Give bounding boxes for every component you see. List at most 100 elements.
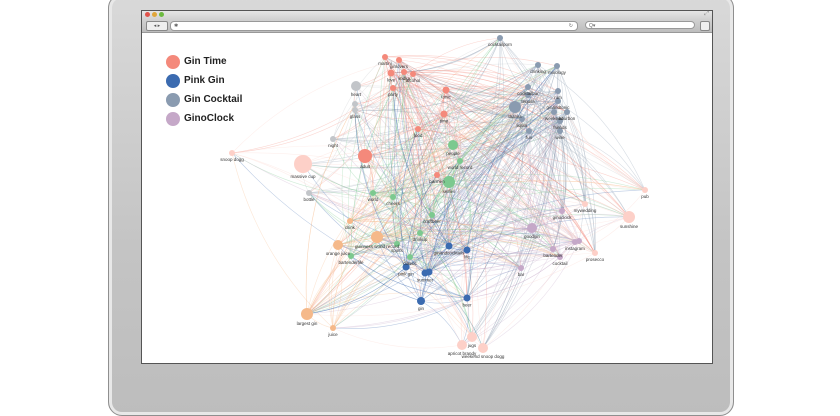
edge [306, 174, 438, 315]
edge [392, 130, 530, 198]
node-circle[interactable] [557, 118, 563, 124]
back-forward-buttons[interactable]: ◂ ▸ [146, 21, 168, 31]
node-circle[interactable] [396, 57, 402, 63]
node-circle[interactable] [551, 109, 557, 115]
node-circle[interactable] [463, 246, 471, 254]
node-circle[interactable] [478, 343, 488, 353]
node-circle[interactable] [527, 223, 537, 233]
node-circle[interactable] [417, 297, 425, 305]
reload-icon[interactable]: ↻ [568, 23, 573, 29]
node-circle[interactable] [448, 140, 458, 150]
node-circle[interactable] [415, 126, 421, 132]
node-circle[interactable] [352, 107, 358, 113]
node-circle[interactable] [457, 340, 467, 350]
node-circle[interactable] [550, 246, 556, 252]
node-circle[interactable] [519, 116, 525, 122]
minimize-icon[interactable] [152, 12, 157, 17]
fullscreen-icon[interactable]: ⤢ [704, 11, 709, 17]
node-circle[interactable] [352, 101, 358, 107]
edge [417, 37, 501, 130]
node-circle[interactable] [535, 62, 541, 68]
node-circle[interactable] [623, 211, 635, 223]
node-circle[interactable] [555, 98, 561, 104]
edge [459, 160, 533, 229]
node-circle[interactable] [402, 263, 410, 271]
extension-button[interactable] [700, 21, 710, 31]
node-circle[interactable] [582, 201, 588, 207]
node-circle[interactable] [330, 136, 336, 142]
edge [390, 73, 414, 245]
edge [332, 130, 530, 151]
edge [376, 65, 558, 238]
edge [390, 70, 559, 102]
node-circle[interactable] [390, 85, 396, 91]
node-circle[interactable] [440, 110, 448, 118]
node-circle[interactable] [370, 190, 376, 196]
node-circle[interactable] [371, 231, 383, 243]
edge [392, 196, 421, 234]
node-circle[interactable] [642, 187, 648, 193]
node-circle[interactable] [382, 54, 388, 60]
edge [405, 73, 425, 268]
node-circle[interactable] [526, 128, 532, 134]
address-bar[interactable]: ✱ ↻ [170, 21, 578, 31]
node-circle[interactable] [557, 128, 563, 134]
node-circle[interactable] [351, 81, 361, 91]
node-circle[interactable] [434, 172, 440, 178]
node-circle[interactable] [463, 294, 471, 302]
legend-item-gin-time[interactable]: Gin Time [166, 52, 242, 71]
node-circle[interactable] [390, 194, 396, 200]
node-circle[interactable] [301, 308, 313, 320]
node-circle[interactable] [294, 155, 312, 173]
edge [409, 106, 516, 258]
node-circle[interactable] [358, 149, 372, 163]
edge [452, 37, 501, 146]
node-circle[interactable] [417, 230, 423, 236]
legend-item-ginoclock[interactable]: GinoClock [166, 109, 242, 128]
node-circle[interactable] [401, 69, 407, 75]
edge [376, 160, 461, 238]
node-circle[interactable] [467, 332, 477, 342]
edge [302, 163, 430, 273]
node-circle[interactable] [347, 218, 353, 224]
node-circle[interactable] [410, 71, 416, 77]
close-icon[interactable] [145, 12, 150, 17]
node-circle[interactable] [229, 150, 235, 156]
node-circle[interactable] [443, 176, 455, 188]
node-circle[interactable] [442, 86, 450, 94]
node-circle[interactable] [509, 101, 521, 113]
node-circle[interactable] [387, 69, 395, 77]
legend-item-pink-gin[interactable]: Pink Gin [166, 71, 242, 90]
node-circle[interactable] [445, 242, 453, 250]
node-circle[interactable] [557, 254, 563, 260]
edge [306, 86, 529, 315]
node-circle[interactable] [525, 92, 531, 98]
node-circle[interactable] [394, 241, 400, 247]
edge [419, 89, 448, 234]
node-circle[interactable] [554, 63, 560, 69]
node-circle[interactable] [559, 208, 565, 214]
edge [350, 214, 433, 257]
node-circle[interactable] [592, 250, 598, 256]
search-input[interactable]: Q▾ [585, 21, 695, 29]
node-circle[interactable] [457, 158, 463, 164]
node-circle[interactable] [555, 88, 561, 94]
edge [370, 72, 392, 238]
node-circle[interactable] [576, 238, 582, 244]
edge [364, 155, 422, 302]
node-circle[interactable] [407, 254, 413, 260]
edge [436, 174, 522, 269]
node-circle[interactable] [497, 35, 503, 41]
legend-item-gin-cocktail[interactable]: Gin Cocktail [166, 90, 242, 109]
node-circle[interactable] [348, 253, 354, 259]
maximize-icon[interactable] [159, 12, 164, 17]
node-circle[interactable] [525, 84, 531, 90]
node-circle[interactable] [518, 265, 524, 271]
node-circle[interactable] [425, 268, 433, 276]
node-circle[interactable] [429, 212, 435, 218]
node-circle[interactable] [333, 240, 343, 250]
node-circle[interactable] [330, 325, 336, 331]
node-circle[interactable] [306, 190, 312, 196]
node-circle[interactable] [564, 109, 570, 115]
edge [332, 243, 398, 329]
